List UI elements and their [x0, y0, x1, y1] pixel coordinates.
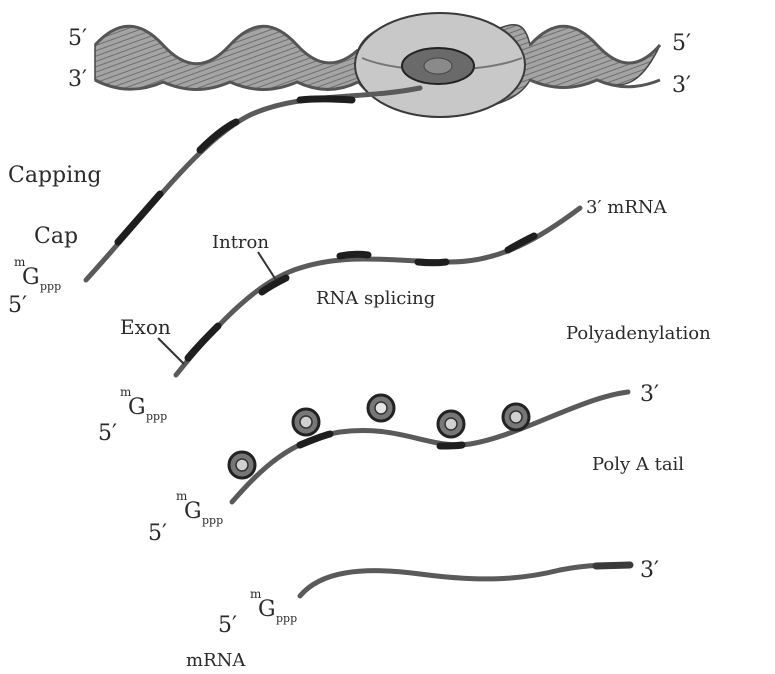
pre-mrna-exon-1: [184, 322, 222, 362]
dna-bottom-strand: [94, 78, 359, 91]
mrna-3prime-label: 3′ mRNA: [586, 197, 668, 218]
nascent-exon-segment-1: [114, 190, 164, 246]
rna1-5prime-label: 5′: [8, 293, 27, 318]
rna4-5prime-label: 5′: [218, 613, 237, 638]
poly-a-binding-protein: [227, 450, 257, 480]
cap-structure-2: m G ppp 5′: [98, 385, 167, 446]
mature-mrna-strand: [297, 562, 631, 599]
nascent-exon-segment-3: [296, 95, 356, 104]
cap-methyl-superscript: m: [176, 489, 188, 503]
cap-g-letter: G: [128, 395, 146, 420]
polyadenylation-label: Polyadenylation: [566, 323, 711, 344]
polyadenylated-mrna: [227, 389, 631, 505]
dna-5prime-top-label: 5′: [68, 26, 87, 51]
pre-mrna-exon-2: [258, 274, 290, 296]
cap-g-letter: G: [258, 597, 276, 622]
mature-mrna-tail: [592, 561, 634, 570]
cap-label: Cap: [34, 224, 78, 249]
dna-5prime-right-label: 5′: [672, 31, 691, 56]
exon-label: Exon: [120, 315, 171, 339]
cap-ppp-subscript: ppp: [202, 514, 223, 527]
rna-splicing-label: RNA splicing: [316, 288, 435, 309]
dna-right-helix: [528, 24, 662, 89]
cap-g-letter: G: [22, 265, 40, 290]
exon-pointer-line: [157, 337, 185, 365]
mrna-label: mRNA: [186, 650, 246, 671]
rna3-5prime-label: 5′: [148, 521, 167, 546]
cap-structure-1: m G ppp 5′: [8, 255, 61, 318]
pre-mrna-exon-4: [414, 258, 450, 267]
nascent-exon-segment-2: [196, 118, 240, 154]
nascent-pre-mrna: [83, 85, 423, 283]
dna-double-helix: 5′ 3′ 5′ 3′: [68, 12, 691, 118]
dna-3prime-bottom-label: 3′: [68, 67, 87, 92]
poly-a-binding-protein: [366, 393, 396, 423]
pre-mrna-exon-3: [336, 250, 372, 260]
poly-a-segment-2: [436, 441, 466, 450]
pre-mrna-exon-5: [504, 232, 538, 254]
cap-ppp-subscript: ppp: [40, 280, 61, 293]
cap-methyl-superscript: m: [14, 255, 26, 269]
cap-g-letter: G: [184, 499, 202, 524]
dna-3prime-right-label: 3′: [672, 73, 691, 98]
cap-methyl-superscript: m: [120, 385, 132, 399]
poly-a-mrna-strand: [229, 389, 631, 505]
cap-structure-3: m G ppp 5′: [148, 489, 223, 546]
mature-mrna: [297, 561, 634, 599]
rna4-3prime-label: 3′: [640, 558, 659, 583]
poly-a-binding-protein: [436, 409, 466, 439]
poly-a-segment-1: [296, 430, 334, 449]
intron-label: Intron: [212, 232, 269, 253]
rna2-5prime-label: 5′: [98, 421, 117, 446]
poly-a-binding-protein: [291, 407, 321, 437]
cap-methyl-superscript: m: [250, 587, 262, 601]
poly-a-binding-protein: [501, 402, 531, 432]
dna-top-strand: [93, 24, 360, 66]
intron-pointer-line: [257, 251, 277, 281]
cap-ppp-subscript: ppp: [146, 410, 167, 423]
capping-label: Capping: [8, 163, 101, 188]
rna-polymerase-core: [423, 57, 453, 75]
capped-pre-mrna: [157, 205, 583, 378]
cap-ppp-subscript: ppp: [276, 612, 297, 625]
rna3-3prime-label: 3′: [640, 382, 659, 407]
poly-a-tail-label: Poly A tail: [592, 454, 684, 475]
cap-structure-4: m G ppp 5′: [218, 587, 297, 638]
